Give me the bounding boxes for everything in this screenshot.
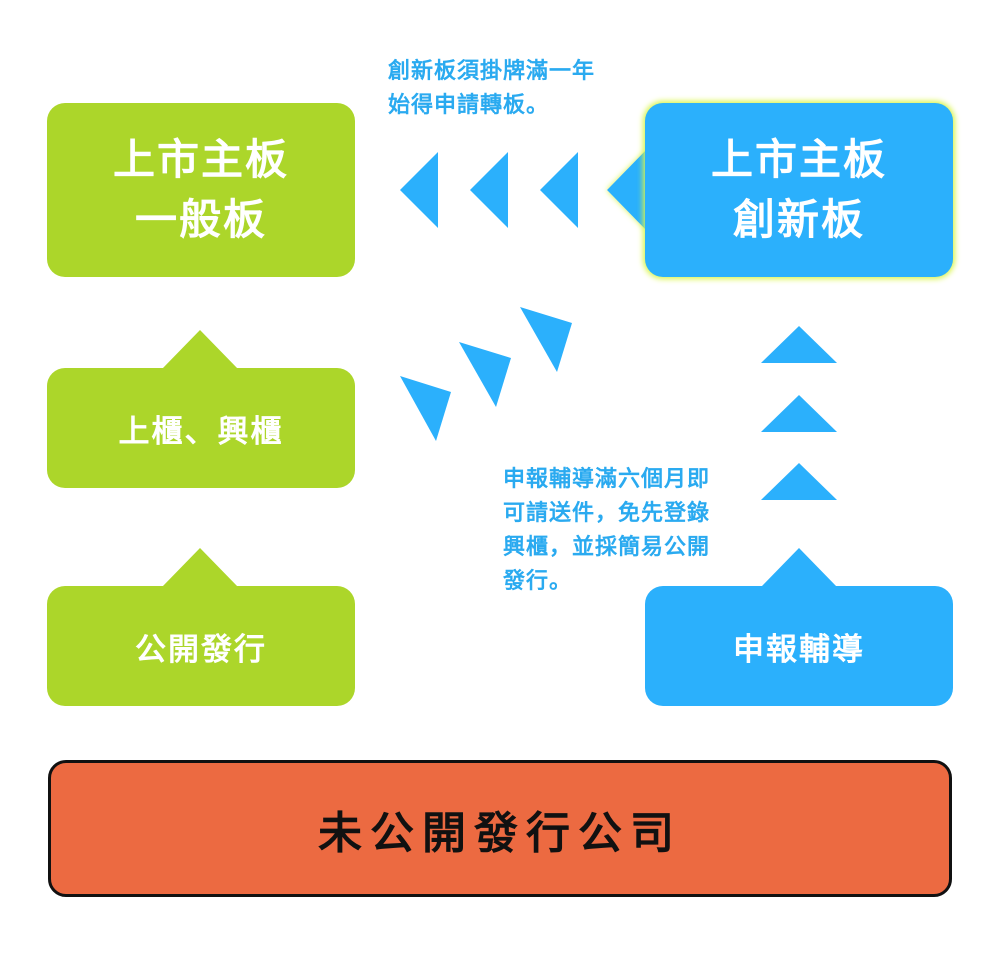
box-line: 一般板 bbox=[134, 195, 267, 244]
arrow-diagonal-icon bbox=[400, 376, 451, 441]
pointer-public bbox=[162, 548, 238, 587]
pointer-otc bbox=[162, 330, 238, 369]
note-innovation-transfer: 創新板須掛牌滿一年 始得申請轉板。 bbox=[388, 59, 596, 118]
box-private-company: 未公開發行公司 bbox=[48, 760, 952, 897]
pointer-innovation bbox=[607, 150, 646, 230]
arrow-left-icon bbox=[540, 152, 578, 228]
box-line: 上市主板 bbox=[710, 135, 887, 184]
box-label: 申報輔導 bbox=[733, 631, 865, 668]
box-main-board-innovation: 上市主板 創新板 bbox=[645, 103, 953, 277]
box-line: 上市主板 bbox=[112, 135, 289, 184]
arrow-left-icon bbox=[400, 152, 438, 228]
pointer-guidance bbox=[761, 548, 837, 587]
arrow-up-icon bbox=[761, 395, 837, 432]
box-line: 創新板 bbox=[732, 195, 865, 244]
box-public-offering: 公開發行 bbox=[47, 586, 355, 706]
box-label: 上櫃、興櫃 bbox=[118, 413, 284, 450]
note-guidance: 申報輔導滿六個月即 可請送件，免先登錄 興櫃，並採簡易公開 發行。 bbox=[503, 467, 711, 594]
box-otc-emerging: 上櫃、興櫃 bbox=[47, 368, 355, 488]
box-label: 未公開發行公司 bbox=[318, 807, 682, 859]
arrow-up-icon bbox=[761, 463, 837, 500]
arrow-diagonal-icon bbox=[459, 342, 511, 407]
arrow-up-icon bbox=[761, 326, 837, 363]
box-main-board-general: 上市主板 一般板 bbox=[47, 103, 355, 277]
box-label: 公開發行 bbox=[135, 631, 267, 668]
arrow-left-icon bbox=[470, 152, 508, 228]
arrow-diagonal-icon bbox=[520, 307, 572, 372]
box-underwriting-guidance: 申報輔導 bbox=[645, 586, 953, 706]
